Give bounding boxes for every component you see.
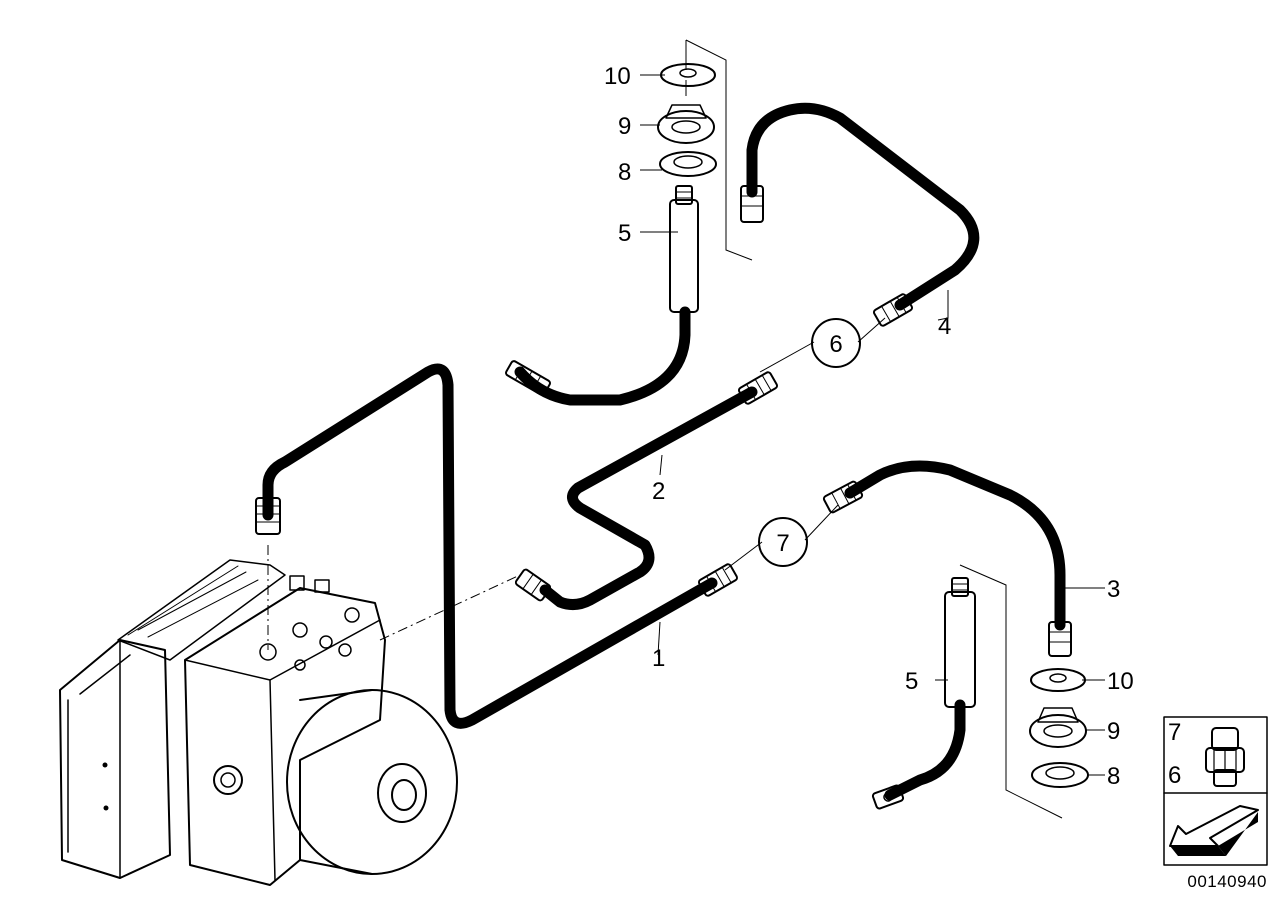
- label-9-lower: 9: [1107, 718, 1120, 745]
- hose-holders: [669, 185, 976, 708]
- label-9-upper: 9: [618, 113, 631, 140]
- legend-inset: 7 6: [1163, 716, 1268, 866]
- label-3: 3: [1107, 576, 1120, 603]
- label-5-upper: 5: [618, 220, 631, 247]
- fittings: [255, 185, 1072, 810]
- label-4: 4: [938, 313, 951, 340]
- leader-lines: [267, 39, 1105, 819]
- brake-pipe-3: [844, 460, 1066, 631]
- label-1: 1: [652, 645, 665, 672]
- label-10-upper: 10: [604, 63, 631, 90]
- mounting-hardware: [657, 63, 1089, 788]
- abs-hydraulic-unit: [59, 559, 458, 886]
- brake-pipes: [262, 102, 1066, 801]
- callouts: 6 7: [758, 318, 861, 567]
- inset-label-6: 6: [1168, 762, 1181, 789]
- label-5-lower: 5: [905, 668, 918, 695]
- callout-7: 7: [776, 530, 789, 557]
- label-8-lower: 8: [1107, 763, 1120, 790]
- label-8-upper: 8: [618, 159, 631, 186]
- part-number-labels: 10 9 8 5 4 2 1 3 10 9 8 5: [604, 63, 1134, 790]
- label-10-lower: 10: [1107, 668, 1134, 695]
- inset-label-7: 7: [1168, 719, 1181, 746]
- label-2: 2: [652, 478, 665, 505]
- direction-arrow-icon: [1169, 805, 1259, 856]
- catalog-number: 00140940: [1187, 872, 1267, 891]
- pipe-nut-icon: [1205, 727, 1245, 787]
- callout-6: 6: [829, 331, 842, 358]
